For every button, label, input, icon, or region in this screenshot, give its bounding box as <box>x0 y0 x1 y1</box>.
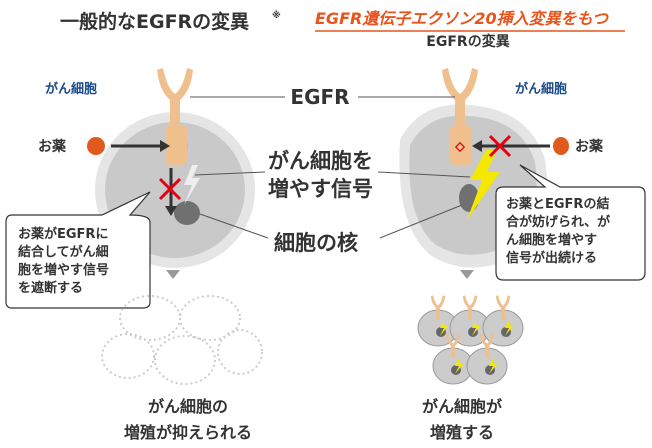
title-right-sub: EGFRの変異 <box>426 33 509 50</box>
left-callout <box>5 191 151 309</box>
suppressed-cells <box>101 295 263 385</box>
left-bubble-line1: お薬がEGFRに <box>18 226 108 242</box>
nucleus-label: 細胞の核 <box>274 231 358 255</box>
right-down-triangle <box>460 270 474 279</box>
left-signal-arrow <box>165 206 177 216</box>
left-nucleus <box>174 201 200 225</box>
right-drug-label: お薬 <box>575 138 603 155</box>
left-drug-label: お薬 <box>38 138 66 155</box>
right-block-x-icon <box>488 134 512 158</box>
left-drug-arrow <box>160 140 170 152</box>
right-bubble-line1: お薬とEGFRの結 <box>506 196 609 212</box>
right-cell-label: がん細胞 <box>515 81 567 97</box>
signal-label-line1: がん細胞を <box>268 149 373 173</box>
right-drug-arrow <box>472 140 482 152</box>
signal-lightning-icon <box>467 150 500 220</box>
left-block-x-icon <box>158 177 182 201</box>
result-right-line2: 増殖する <box>430 423 494 442</box>
proliferating-cells <box>417 295 524 385</box>
result-left-line2: 増殖が抑えられる <box>124 423 252 442</box>
blocked-signal-icon <box>184 165 200 205</box>
left-bubble-line3: 胞を増やす信号 <box>17 262 109 278</box>
left-bubble-line4: を遮断する <box>18 280 83 296</box>
egfr-label: EGFR <box>290 85 349 109</box>
right-drug-icon <box>553 137 569 155</box>
right-bubble-line4: 信号が出続ける <box>506 250 597 266</box>
left-cell-label: がん細胞 <box>45 81 97 97</box>
result-left-line1: がん細胞の <box>148 397 228 416</box>
signal-label-line2: 増やす信号 <box>268 177 373 201</box>
right-bubble-line3: ん細胞を増やす <box>506 232 597 248</box>
left-drug-icon <box>87 137 105 155</box>
title-left-note: ※ <box>272 10 281 21</box>
title-right-main: EGFR遺伝子エクソン20挿入変異をもつ <box>315 9 609 28</box>
left-down-triangle <box>166 270 180 279</box>
left-bubble-line2: 結合してがん細 <box>18 244 109 260</box>
title-left: 一般的なEGFRの変異 <box>60 10 249 33</box>
right-bubble-line2: 合が妨げられ、が <box>506 214 610 230</box>
right-callout <box>495 164 646 281</box>
result-right-line1: がん細胞が <box>422 397 502 416</box>
